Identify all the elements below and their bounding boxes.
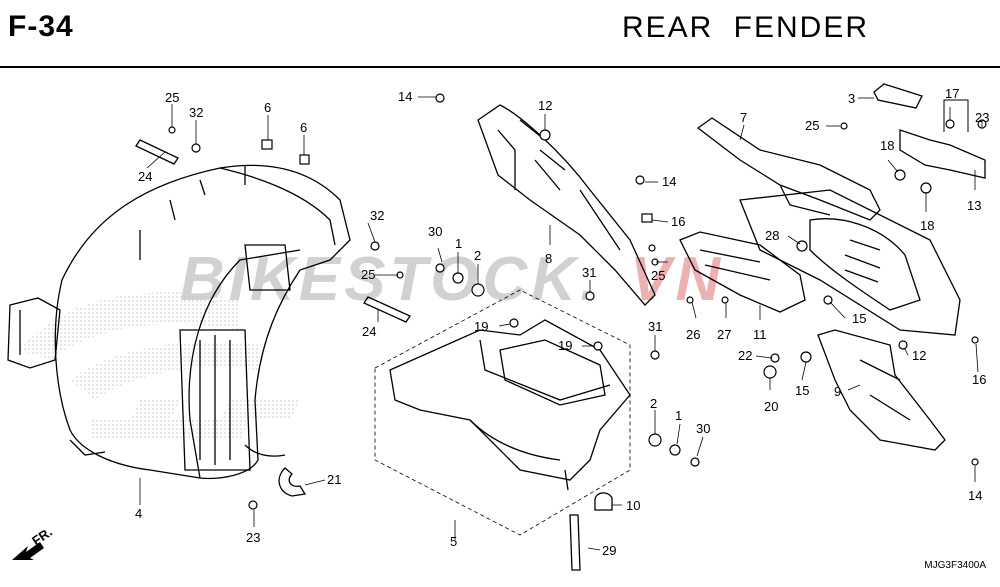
direction-label: FR. [29,524,55,548]
callout: 14 [398,89,412,104]
callout: 29 [602,543,616,558]
callout-labels: 25 32 24 6 6 32 25 24 4 23 21 14 12 14 1… [135,86,989,558]
callout: 2 [650,396,657,411]
callout: 20 [764,399,778,414]
figure-number: MJG3F3400A [924,560,986,571]
callout: 5 [450,534,457,549]
header-divider [0,66,1000,68]
callout: 13 [967,198,981,213]
harness-part-11 [679,231,806,313]
watermark-suffix: VN [630,245,724,314]
callout: 17 [945,86,959,101]
callout: 24 [138,169,152,184]
callout: 32 [370,208,384,223]
callout: 28 [765,228,779,243]
callout: 18 [920,218,934,233]
callout: 32 [189,105,203,120]
clip-part-20 [278,467,307,497]
watermark-text: BIKESTOCK. [180,245,601,314]
page-title: REAR FENDER [622,11,870,44]
callout: 21 [327,472,341,487]
callout: 18 [880,138,894,153]
callout: 8 [545,251,552,266]
callout: 11 [753,327,767,342]
callout: 2 [474,248,481,263]
callout: 12 [538,98,552,113]
callout: 1 [675,408,682,423]
callout: 27 [717,327,731,342]
callout: 15 [852,311,866,326]
rear-fender-part-5 [374,289,631,536]
reflector-part-3 [873,83,923,109]
callout: 10 [626,498,640,513]
callout: 6 [300,120,307,135]
callout: 3 [848,91,855,106]
inner-fender-part [7,164,351,480]
callout: 19 [558,338,572,353]
callout: 24 [362,324,376,339]
callout: 1 [455,236,462,251]
mount-part-13 [899,129,986,179]
stay-part-9 [817,329,946,451]
tube-part-29 [569,514,581,571]
front-direction-icon: FR. [12,524,55,560]
callout: 25 [651,268,665,283]
callout: 22 [738,348,752,363]
grommet-part-10 [594,492,613,511]
callout: 7 [740,110,747,125]
leader-lines [139,96,983,551]
license-bracket-part-7 [696,117,881,221]
callout: 6 [264,100,271,115]
callout: 30 [696,421,710,436]
callout: 19 [474,319,488,334]
figure-code: F-34 [8,10,74,43]
callout: 15 [795,383,809,398]
honda-wing-logo [20,292,300,440]
callout: 9 [834,384,841,399]
callout: 16 [671,214,685,229]
callout: 25 [361,267,375,282]
callout: 25 [805,118,819,133]
callout: 30 [428,224,442,239]
callout: 4 [135,506,142,521]
callout: 23 [246,530,260,545]
callout: 12 [912,348,926,363]
callout: 31 [582,265,596,280]
callout: 16 [972,372,986,387]
callout: 31 [648,319,662,334]
stay-parts-23 [135,139,411,323]
callout: 23 [975,110,989,125]
callout: 14 [968,488,982,503]
callout: 26 [686,327,700,342]
grouping-bracket [943,99,969,132]
callout: 14 [662,174,676,189]
callout: 25 [165,90,179,105]
header: F-34 REAR FENDER [0,0,1000,68]
